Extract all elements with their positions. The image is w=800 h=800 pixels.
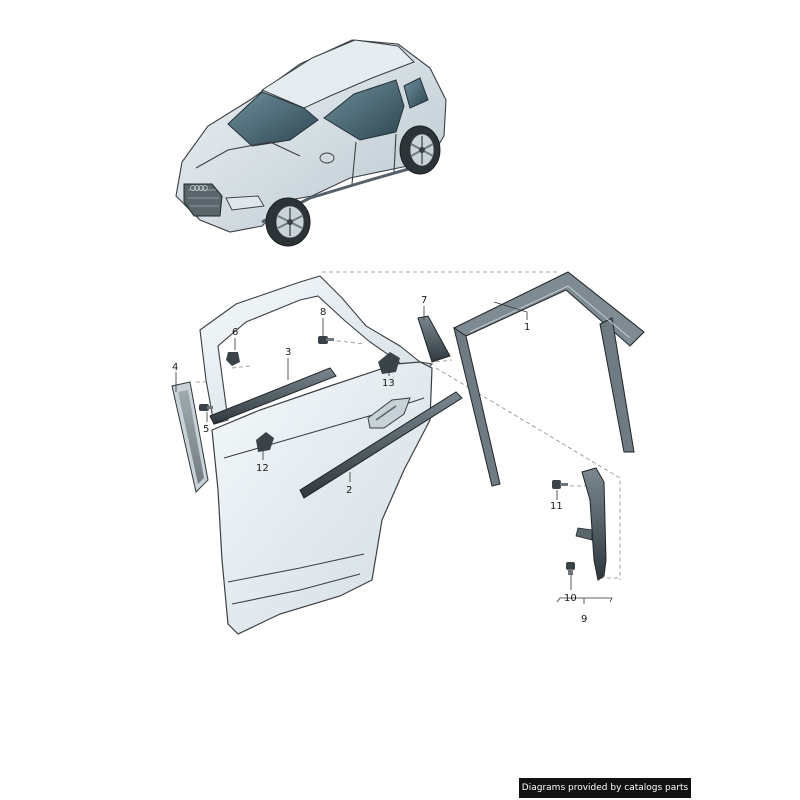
callout-8: 8	[320, 307, 326, 318]
callout-6: 6	[232, 327, 238, 338]
callout-3: 3	[285, 347, 291, 358]
part-11-screw-icon	[552, 480, 568, 489]
part-2-door-trim	[299, 391, 463, 499]
part-13-clip-icon	[378, 352, 400, 374]
callout-11: 11	[550, 501, 563, 512]
part-7-corner-trim	[417, 315, 451, 363]
part-10-screw-icon	[566, 562, 575, 575]
part-5-screw-icon	[199, 404, 213, 411]
part-3-window-trim	[209, 367, 337, 425]
callout-13: 13	[382, 378, 395, 389]
part-4-pillar-cover	[171, 381, 209, 493]
callout-7: 7	[421, 295, 427, 306]
callout-9: 9	[581, 614, 587, 625]
callout-2: 2	[346, 485, 352, 496]
leader-lines	[175, 301, 613, 604]
callout-10: 10	[564, 593, 577, 604]
part-8-bolt-icon	[318, 336, 334, 344]
part-12-clip-icon	[256, 432, 274, 452]
part-9-guide-rail	[575, 467, 607, 581]
callout-12: 12	[256, 463, 269, 474]
part-1-window-seal	[452, 271, 645, 487]
callout-1: 1	[524, 322, 530, 333]
callout-4: 4	[172, 362, 178, 373]
front-wheel-icon	[265, 197, 311, 247]
callout-labels: 1 2 3 4 5 6 7 8 9 10 11 12 13	[172, 295, 587, 625]
door-panel	[199, 275, 434, 635]
callout-5: 5	[203, 424, 209, 435]
rear-wheel-icon	[399, 125, 441, 175]
credit-badge: Diagrams provided by catalogs parts	[519, 778, 691, 798]
car-illustration	[175, 39, 447, 247]
part-6-clip-icon	[226, 352, 240, 366]
